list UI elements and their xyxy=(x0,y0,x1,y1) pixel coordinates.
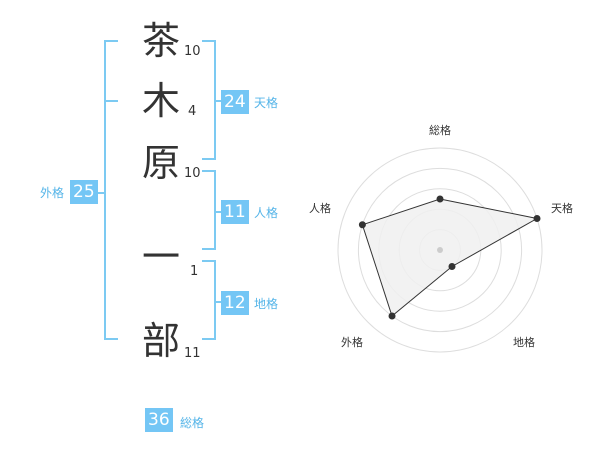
name-char-2: 木 xyxy=(141,79,180,123)
radar-axis-label-soukaku: 総格 xyxy=(429,123,451,137)
radar-point xyxy=(388,312,396,320)
radar-axis-label-chikaku: 地格 xyxy=(513,335,535,349)
stroke-count-4: 1 xyxy=(190,264,199,279)
tenkaku-label: 天格 xyxy=(254,96,279,110)
radar-ring xyxy=(357,167,523,333)
tenkaku-value: 24 xyxy=(221,90,249,114)
name-char-1: 茶 xyxy=(141,19,180,63)
name-char-4: 一 xyxy=(141,235,180,279)
gaikaku-value: 25 xyxy=(70,180,98,204)
chikaku-label: 地格 xyxy=(254,297,279,311)
stroke-count-2: 4 xyxy=(188,104,197,119)
radar-axis-label-gaikaku: 外格 xyxy=(341,335,363,349)
name-char-5: 部 xyxy=(141,319,180,363)
radar-axis-label-tenkaku: 天格 xyxy=(551,201,573,215)
radar-point xyxy=(448,263,456,271)
soukaku-label: 総格 xyxy=(180,416,205,430)
name-char-3: 原 xyxy=(141,141,180,185)
gaikaku-bracket xyxy=(104,40,118,340)
chikaku-value: 12 xyxy=(221,291,249,315)
radar-axis-label-jinkaku: 人格 xyxy=(309,201,331,215)
radar-polygon xyxy=(361,198,539,317)
chikaku-bracket xyxy=(202,260,216,340)
radar-point xyxy=(358,221,366,229)
chikaku-connector xyxy=(214,301,222,303)
stroke-count-5: 11 xyxy=(184,346,201,361)
radar-center-point xyxy=(437,247,443,253)
jinkaku-connector xyxy=(214,211,222,213)
radar-point xyxy=(533,214,541,222)
soukaku-value: 36 xyxy=(145,408,173,432)
gaikaku-label: 外格 xyxy=(40,186,65,200)
stroke-count-3: 10 xyxy=(184,166,201,181)
tenkaku-connector xyxy=(214,100,222,102)
jinkaku-label: 人格 xyxy=(254,206,279,220)
jinkaku-bracket xyxy=(202,170,216,250)
bracket-tick xyxy=(104,100,118,102)
stroke-count-1: 10 xyxy=(184,44,201,59)
jinkaku-value: 11 xyxy=(221,200,249,224)
radar-point xyxy=(436,195,444,203)
radar-ring xyxy=(337,147,543,353)
gaikaku-connector xyxy=(96,192,106,194)
